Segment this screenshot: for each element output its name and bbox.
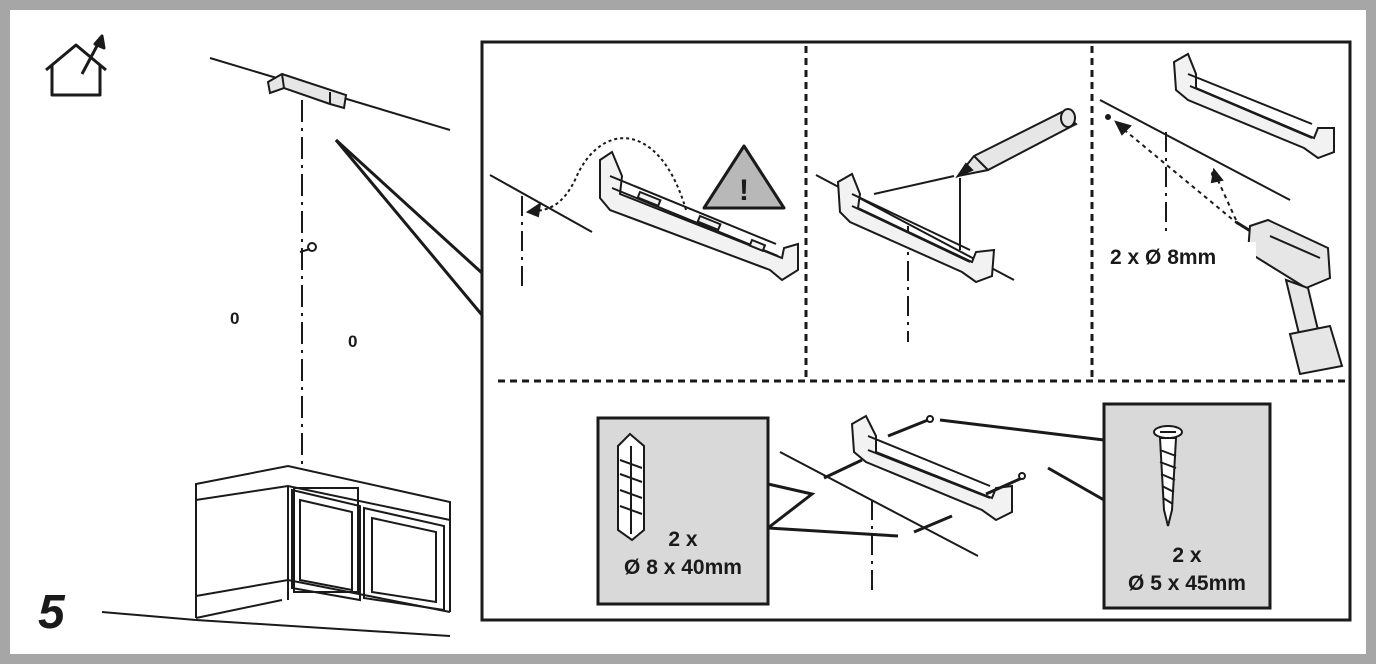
zoom-line-top	[334, 138, 484, 275]
plug-size: Ø 8 x 40mm	[624, 556, 742, 579]
step-number: 5	[38, 586, 66, 639]
plugs-in-wall	[823, 458, 953, 534]
subpanel-mark	[815, 108, 1078, 342]
bracket-part-3	[1172, 52, 1335, 160]
mounted-bracket	[266, 72, 348, 110]
subpanel-position	[489, 137, 799, 292]
mark-right: 0	[348, 332, 357, 351]
placement-arrow	[527, 137, 687, 213]
screw-size: Ø 5 x 45mm	[1128, 572, 1246, 595]
drill-label: 2 x Ø 8mm	[1110, 246, 1216, 269]
mark-left: 0	[230, 309, 239, 328]
kitchen-cabinet	[195, 464, 451, 619]
plug-callout-pointer	[763, 482, 899, 538]
screw-callout-pointer	[939, 418, 1105, 442]
subpanel-drill	[1099, 52, 1344, 376]
pencil-icon	[955, 108, 1078, 179]
drill-label-bg	[1106, 242, 1256, 272]
wall-plug-icon	[617, 432, 645, 542]
bracket-part-2	[836, 172, 996, 284]
plug-qty: 2 x	[668, 528, 698, 551]
screws-in-bracket	[887, 415, 1026, 496]
subpanel-fix	[763, 414, 1105, 596]
left-scene	[101, 57, 484, 637]
screw-callout-box	[1102, 402, 1272, 610]
warning-icon: !	[702, 144, 786, 210]
bracket-part-4	[850, 414, 1013, 522]
screw-qty: 2 x	[1172, 544, 1202, 567]
floor-line	[101, 611, 197, 621]
floor-line-right	[195, 619, 451, 637]
warning-symbol: !	[739, 174, 749, 207]
wall-screw	[299, 242, 317, 253]
drill-icon	[1235, 218, 1344, 376]
zoom-line-bottom	[334, 139, 484, 316]
screw-callout-pointer-2	[1047, 466, 1105, 502]
bracket-part	[599, 150, 799, 282]
screw-icon	[1153, 425, 1183, 527]
install-location-icon	[45, 34, 107, 97]
